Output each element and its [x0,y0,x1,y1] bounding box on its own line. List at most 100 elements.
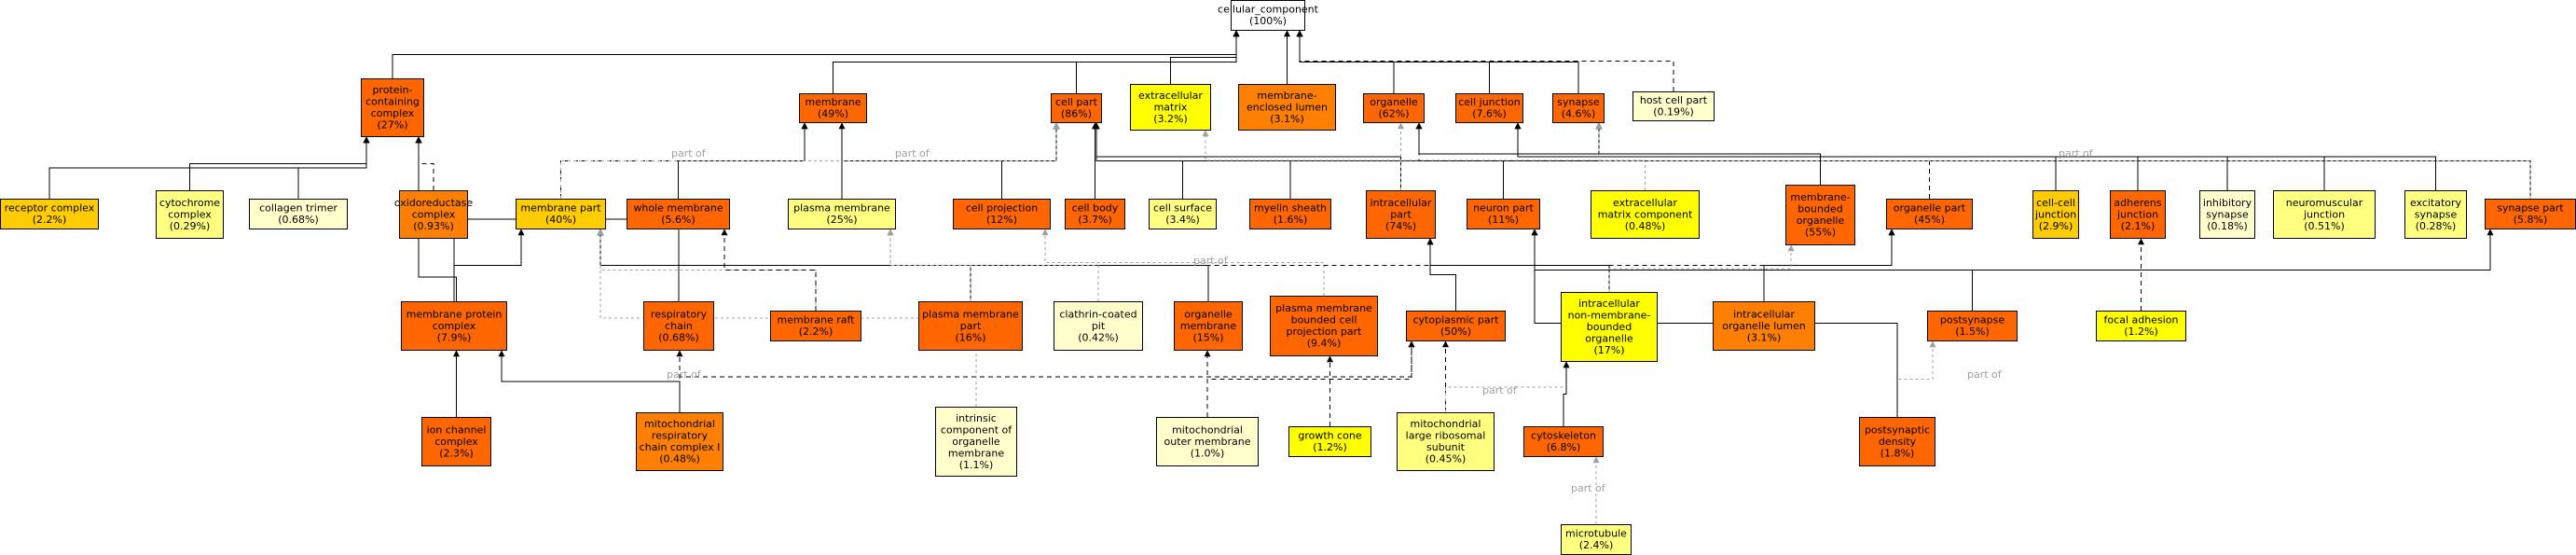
go-term-box[interactable] [1552,93,1605,123]
go-term-node-celljunction[interactable]: cell junction(7.6%) [1455,93,1523,123]
go-term-box[interactable] [421,417,491,466]
go-term-box[interactable] [399,190,468,239]
go-term-node-focaladhesion[interactable]: focal adhesion(1.2%) [2096,311,2186,341]
go-term-node-microtubule[interactable]: microtubule(2.4%) [1561,524,1632,555]
go-term-node-membranepart[interactable]: membrane part(40%) [516,199,606,229]
go-term-box[interactable] [1156,417,1259,466]
go-term-node-myelin[interactable]: myelin sheath(1.6%) [1249,199,1331,229]
go-term-box[interactable] [1363,93,1425,123]
go-term-node-membraneraft[interactable]: membrane raft(2.2%) [770,311,861,341]
go-term-node-postsynapse[interactable]: postsynapse(1.5%) [1927,311,2018,341]
go-term-box[interactable] [249,199,348,229]
go-term-box[interactable] [1130,84,1211,131]
go-term-box[interactable] [636,412,723,471]
go-term-box[interactable] [799,93,867,123]
go-term-box[interactable] [1927,311,2018,341]
go-term-box[interactable] [2096,311,2186,341]
go-term-box[interactable] [1065,199,1125,229]
go-term-node-wholemembrane[interactable]: whole membrane(5.6%) [627,199,730,229]
go-term-box[interactable] [770,311,861,341]
go-term-node-cellsurface[interactable]: cell surface(3.4%) [1149,199,1217,229]
go-term-box[interactable] [2110,190,2166,239]
go-term-box[interactable] [1231,0,1305,31]
go-term-box[interactable] [1713,301,1815,351]
go-term-box[interactable] [1054,301,1143,351]
go-term-box[interactable] [1406,311,1506,341]
go-term-node-organellepart[interactable]: organelle part(45%) [1886,199,1973,229]
go-term-box[interactable] [156,190,224,239]
go-term-box[interactable] [1270,296,1378,356]
go-term-node-synapsepart[interactable]: synapse part(5.8%) [2485,199,2576,229]
go-term-box[interactable] [2199,190,2255,239]
go-term-node-growthcone[interactable]: growth cone(1.2%) [1288,426,1371,457]
go-term-node-cellpart[interactable]: cell part(86%) [1051,93,1102,123]
go-term-node-cytoskeleton[interactable]: cytoskeleton(6.8%) [1523,426,1604,457]
go-term-box[interactable] [953,199,1051,229]
go-term-box[interactable] [0,199,99,229]
go-term-box[interactable] [1561,292,1658,362]
go-term-node-cc[interactable]: cellular_component(100%) [1218,0,1319,31]
go-term-box[interactable] [788,199,896,229]
go-term-node-organelle[interactable]: organelle(62%) [1363,93,1425,123]
go-term-node-receptorcomplex[interactable]: receptor complex(2.2%) [0,199,99,229]
go-term-box[interactable] [1174,301,1243,351]
go-term-box[interactable] [1238,84,1336,131]
go-term-box[interactable] [1785,185,1855,245]
go-term-box[interactable] [1455,93,1523,123]
go-term-box[interactable] [1149,199,1217,229]
go-term-node-mel[interactable]: membrane-enclosed lumen(3.1%) [1238,84,1336,131]
go-term-box[interactable] [627,199,730,229]
go-term-box[interactable] [2404,190,2467,239]
go-term-box[interactable] [1288,426,1371,457]
go-term-box[interactable] [643,301,714,351]
go-term-node-hostcellpart[interactable]: host cell part(0.19%) [1632,91,1715,121]
go-term-box[interactable] [1632,91,1715,121]
go-term-node-neuronpart[interactable]: neuron part(11%) [1467,199,1540,229]
go-term-box[interactable] [918,301,1023,351]
go-term-box[interactable] [1249,199,1331,229]
go-term-box[interactable] [1886,199,1973,229]
go-term-node-synapse[interactable]: synapse(4.6%) [1552,93,1605,123]
go-term-node-collagen[interactable]: collagen trimer(0.68%) [249,199,348,229]
go-term-box[interactable] [1523,426,1604,457]
go-term-node-cellprojection[interactable]: cell projection(12%) [953,199,1051,229]
go-term-box[interactable] [1051,93,1102,123]
go-term-box[interactable] [516,199,606,229]
go-term-node-plasmamembrane[interactable]: plasma membrane(25%) [788,199,896,229]
go-term-node-membrane[interactable]: membrane(49%) [799,93,867,123]
go-term-box[interactable] [935,407,1017,477]
go-term-box[interactable] [361,78,424,137]
go-term-box[interactable] [1591,190,1700,239]
go-term-box[interactable] [1366,190,1436,239]
go-term-box[interactable] [1561,524,1632,555]
go-term-box[interactable] [401,301,507,351]
go-term-box[interactable] [1467,199,1540,229]
go-term-node-cellbody[interactable]: cell body(3.7%) [1065,199,1125,229]
go-term-box[interactable] [1397,412,1495,471]
go-term-box[interactable] [1859,417,1935,466]
